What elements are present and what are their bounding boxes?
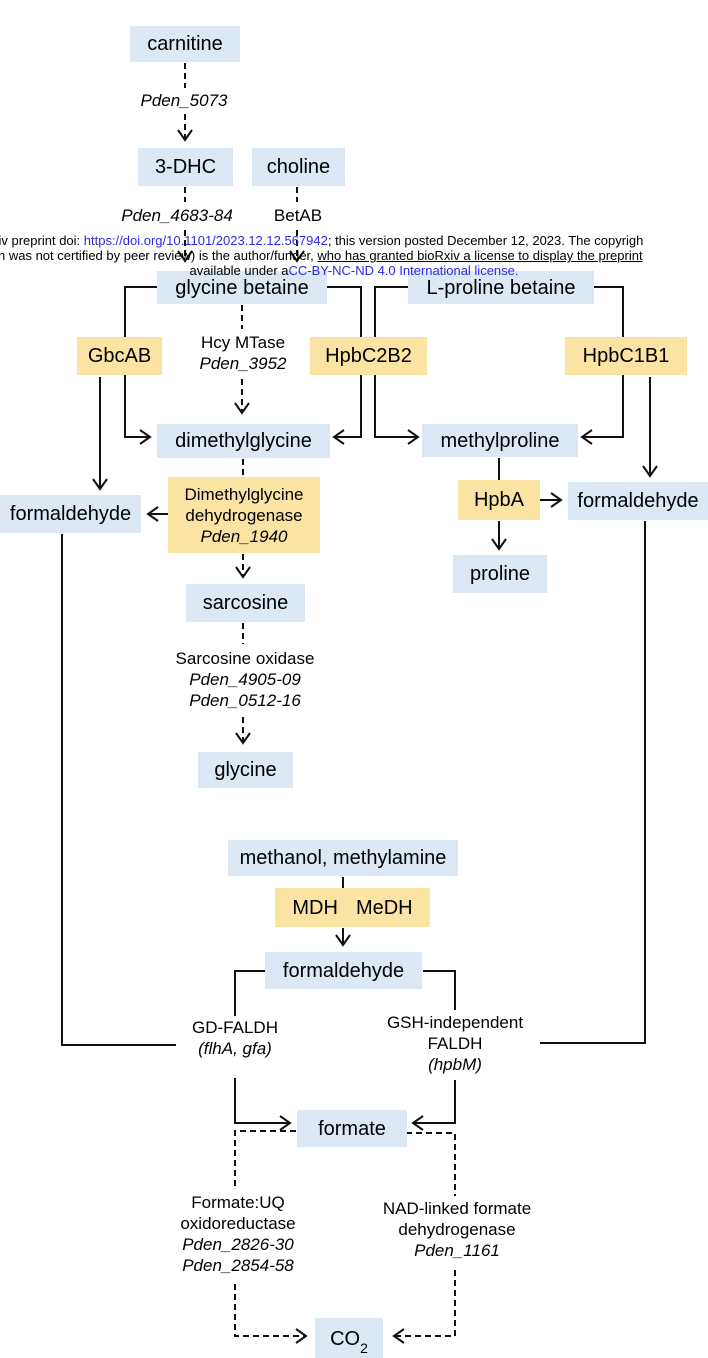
watermark-line1: xiv preprint doi: https://doi.org/10.110… <box>0 233 643 248</box>
co2-subscript: 2 <box>360 1339 368 1356</box>
edge-formaldehyde-left-gdfaldh <box>61 534 176 1046</box>
watermark-line2: h was not certified by peer review) is t… <box>0 248 643 263</box>
watermark-line3-prefix: available under a <box>189 263 289 278</box>
formate-uq-line2: oxidoreductase <box>180 1214 296 1233</box>
edge-gdfaldh-formate <box>234 1078 292 1131</box>
enzyme-hpba: HpbA <box>458 480 540 520</box>
enzyme-hpbc1b1: HpbC1B1 <box>565 337 687 375</box>
watermark-line1-suffix: ; this version posted December 12, 2023.… <box>327 233 644 248</box>
edge-formaldehyde-central-gdfaldh-upper <box>234 970 265 1016</box>
formate-uq-line1: Formate:UQ <box>191 1193 285 1212</box>
sarcosine-oxidase-name: Sarcosine oxidase <box>175 649 315 668</box>
enzyme-hpbc2b2: HpbC2B2 <box>310 337 427 375</box>
enzyme-mdh-label: MDH <box>292 896 338 919</box>
label-gd-faldh: GD-FALDH (flhA, gfa) <box>192 1017 278 1059</box>
formate-uq-gene1: Pden_2826-30 <box>182 1235 294 1254</box>
dmg-dehydrogenase-gene: Pden_1940 <box>200 526 288 546</box>
nad-fdh-line2: dehydrogenase <box>398 1220 516 1239</box>
gd-faldh-genes: (flhA, gfa) <box>198 1039 272 1058</box>
sarcosine-oxidase-gene1: Pden_4905-09 <box>189 670 301 689</box>
hcy-mtase-name: Hcy MTase <box>200 333 286 352</box>
sarcosine-oxidase-gene2: Pden_0512-16 <box>189 691 301 710</box>
nad-fdh-gene: Pden_1161 <box>414 1241 500 1260</box>
label-gsh-faldh: GSH-independent FALDH (hpbM) <box>387 1012 523 1075</box>
enzyme-gbcab: GbcAB <box>77 337 162 375</box>
label-pden5073: Pden_5073 <box>140 91 228 110</box>
node-formaldehyde-central: formaldehyde <box>265 952 422 989</box>
label-sarcosine-oxidase: Sarcosine oxidase Pden_4905-09 Pden_0512… <box>176 648 315 711</box>
node-formaldehyde-left: formaldehyde <box>0 495 141 533</box>
edge-gshfaldh-formate <box>411 1080 456 1131</box>
dmg-dehydrogenase-line1: Dimethylglycine <box>184 484 304 504</box>
edge-formate-formateuq-upper <box>234 1130 296 1190</box>
node-proline: proline <box>453 555 547 593</box>
doi-link[interactable]: https://doi.org/10.1101/2023.12.12.56794… <box>83 233 328 248</box>
cc-license-link[interactable]: CC-BY-NC-ND 4.0 International license. <box>288 263 519 278</box>
node-choline: choline <box>252 148 345 186</box>
watermark-line3: available under aCC-BY-NC-ND 4.0 Interna… <box>0 263 708 278</box>
node-methanol-methylamine: methanol, methylamine <box>228 840 458 876</box>
dmg-dehydrogenase-line2: dehydrogenase <box>185 505 303 525</box>
edge-formate-nadfdh-upper <box>406 1132 456 1196</box>
node-formaldehyde-right: formaldehyde <box>568 482 708 520</box>
watermark-line2-underlined: who has granted bioRxiv a license to dis… <box>317 248 643 263</box>
hcy-mtase-gene: Pden_3952 <box>199 354 287 373</box>
edge-formaldehyde-right-gshfaldh <box>540 521 646 1044</box>
label-betab: BetAB <box>273 206 323 225</box>
gsh-faldh-line1: GSH-independent <box>386 1013 524 1032</box>
gsh-faldh-gene: (hpbM) <box>428 1055 482 1074</box>
label-hcy-mtase: Hcy MTase Pden_3952 <box>200 332 287 374</box>
gd-faldh-name: GD-FALDH <box>192 1018 278 1037</box>
node-sarcosine: sarcosine <box>186 584 305 622</box>
node-proline-betaine: L-proline betaine <box>408 271 594 304</box>
formate-uq-gene2: Pden_2854-58 <box>182 1256 294 1275</box>
node-dimethylglycine: dimethylglycine <box>157 424 330 458</box>
watermark-line1-prefix: xiv preprint doi: <box>0 233 84 248</box>
gsh-faldh-line2: FALDH <box>427 1034 483 1053</box>
enzyme-dmg-dehydrogenase: Dimethylglycine dehydrogenase Pden_1940 <box>168 477 320 553</box>
edge-nadfdh-co2 <box>392 1270 456 1344</box>
watermark-line2-prefix: h was not certified by peer review) is t… <box>0 248 318 263</box>
enzyme-medh-label: MeDH <box>355 896 413 919</box>
node-formate: formate <box>297 1110 407 1147</box>
label-nad-fdh: NAD-linked formate dehydrogenase Pden_11… <box>383 1198 531 1261</box>
edge-formateuq-co2 <box>234 1284 308 1344</box>
label-formate-uq: Formate:UQ oxidoreductase Pden_2826-30 P… <box>180 1192 295 1276</box>
enzyme-mdh-medh: MDH MeDH <box>275 888 430 927</box>
node-methylproline: methylproline <box>422 424 578 457</box>
node-glycine: glycine <box>198 752 293 788</box>
node-3dhc: 3-DHC <box>138 148 233 186</box>
node-carnitine: carnitine <box>130 26 240 62</box>
node-glycine-betaine: glycine betaine <box>157 271 327 304</box>
co2-base: CO <box>330 1328 361 1350</box>
label-pden4683-84: Pden_4683-84 <box>121 206 233 225</box>
edge-formaldehyde-central-gshfaldh-upper <box>423 970 456 1010</box>
nad-fdh-line1: NAD-linked formate <box>382 1199 532 1218</box>
